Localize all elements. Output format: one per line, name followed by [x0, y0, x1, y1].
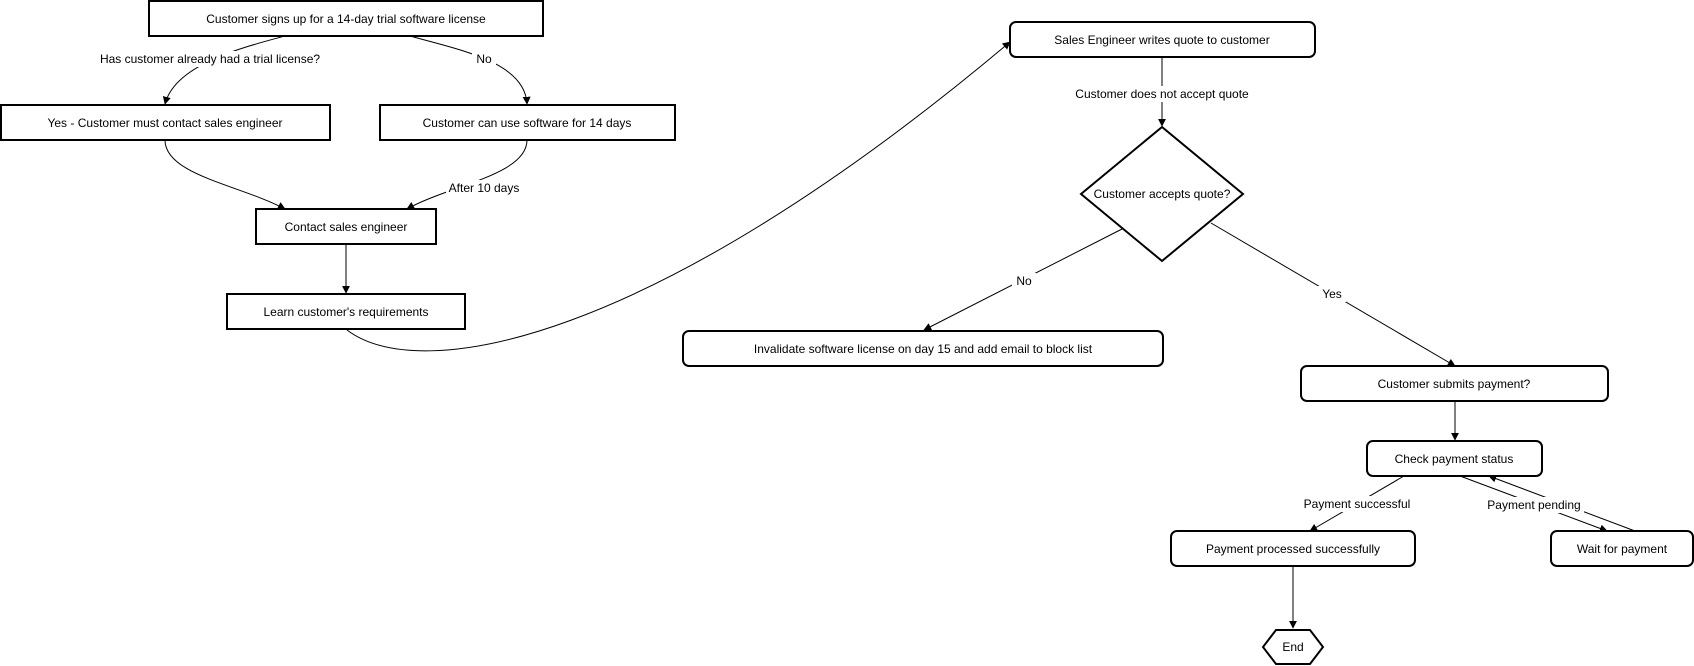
node-must-contact[interactable]: Yes - Customer must contact sales engine…	[0, 104, 331, 141]
svg-text:Customer accepts quote?: Customer accepts quote?	[1094, 187, 1231, 201]
node-submits-payment[interactable]: Customer submits payment?	[1300, 365, 1609, 402]
edge-use-software-to-contact-engineer	[406, 139, 528, 210]
edge-label-already-trial: Has customer already had a trial license…	[97, 51, 323, 67]
svg-text:After 10 days: After 10 days	[449, 181, 520, 195]
svg-text:Contact sales engineer: Contact sales engineer	[285, 220, 408, 234]
edge-label-no-trial: No	[472, 51, 496, 67]
node-signup[interactable]: Customer signs up for a 14-day trial sof…	[148, 0, 544, 37]
edge-learn-to-quote	[346, 41, 1011, 352]
edge-signup-to-must-contact	[162, 35, 286, 105]
svg-text:Has customer already had a tri: Has customer already had a trial license…	[100, 52, 320, 66]
node-accepts-quote-decision[interactable]: Customer accepts quote?	[1079, 125, 1245, 263]
edge-label-pay-pending: Payment pending	[1484, 497, 1584, 513]
edge-label-not-accept: Customer does not accept quote	[1072, 86, 1252, 102]
svg-text:Sales Engineer writes quote to: Sales Engineer writes quote to customer	[1054, 33, 1269, 47]
edge-label-yes: Yes	[1318, 286, 1346, 302]
node-check-status[interactable]: Check payment status	[1366, 440, 1543, 477]
svg-text:Check payment status: Check payment status	[1395, 452, 1514, 466]
svg-text:End: End	[1282, 640, 1303, 654]
svg-text:Payment processed successfully: Payment processed successfully	[1206, 542, 1380, 556]
svg-text:Customer signs up for a 14-day: Customer signs up for a 14-day trial sof…	[206, 12, 486, 26]
svg-text:Learn customer's requirements: Learn customer's requirements	[263, 305, 428, 319]
edge-must-contact-to-contact-engineer	[164, 139, 286, 210]
svg-text:Customer does not accept quote: Customer does not accept quote	[1075, 87, 1249, 101]
edge-label-pay-success: Payment successful	[1301, 496, 1413, 512]
node-contact-engineer[interactable]: Contact sales engineer	[255, 208, 437, 245]
svg-text:Payment successful: Payment successful	[1304, 497, 1411, 511]
node-learn-requirements[interactable]: Learn customer's requirements	[226, 293, 466, 330]
edge-signup-to-use-software	[409, 35, 531, 105]
node-use-software[interactable]: Customer can use software for 14 days	[379, 104, 676, 141]
node-invalidate-license[interactable]: Invalidate software license on day 15 an…	[682, 330, 1164, 367]
node-end[interactable]: End	[1261, 629, 1325, 665]
svg-text:No: No	[1016, 274, 1032, 288]
node-processed[interactable]: Payment processed successfully	[1170, 530, 1416, 567]
svg-text:Wait for payment: Wait for payment	[1577, 542, 1668, 556]
svg-text:Yes - Customer must contact sa: Yes - Customer must contact sales engine…	[47, 116, 282, 130]
node-write-quote[interactable]: Sales Engineer writes quote to customer	[1009, 21, 1316, 58]
svg-text:No: No	[476, 52, 492, 66]
edge-label-after-days: After 10 days	[446, 180, 522, 196]
svg-text:Invalidate software license on: Invalidate software license on day 15 an…	[754, 342, 1093, 356]
svg-text:Customer can use software for: Customer can use software for 14 days	[423, 116, 632, 130]
edge-label-no: No	[1012, 273, 1036, 289]
svg-text:Customer submits payment?: Customer submits payment?	[1378, 377, 1531, 391]
svg-text:Yes: Yes	[1322, 287, 1342, 301]
svg-text:Payment pending: Payment pending	[1487, 498, 1580, 512]
node-wait-payment[interactable]: Wait for payment	[1550, 530, 1694, 567]
